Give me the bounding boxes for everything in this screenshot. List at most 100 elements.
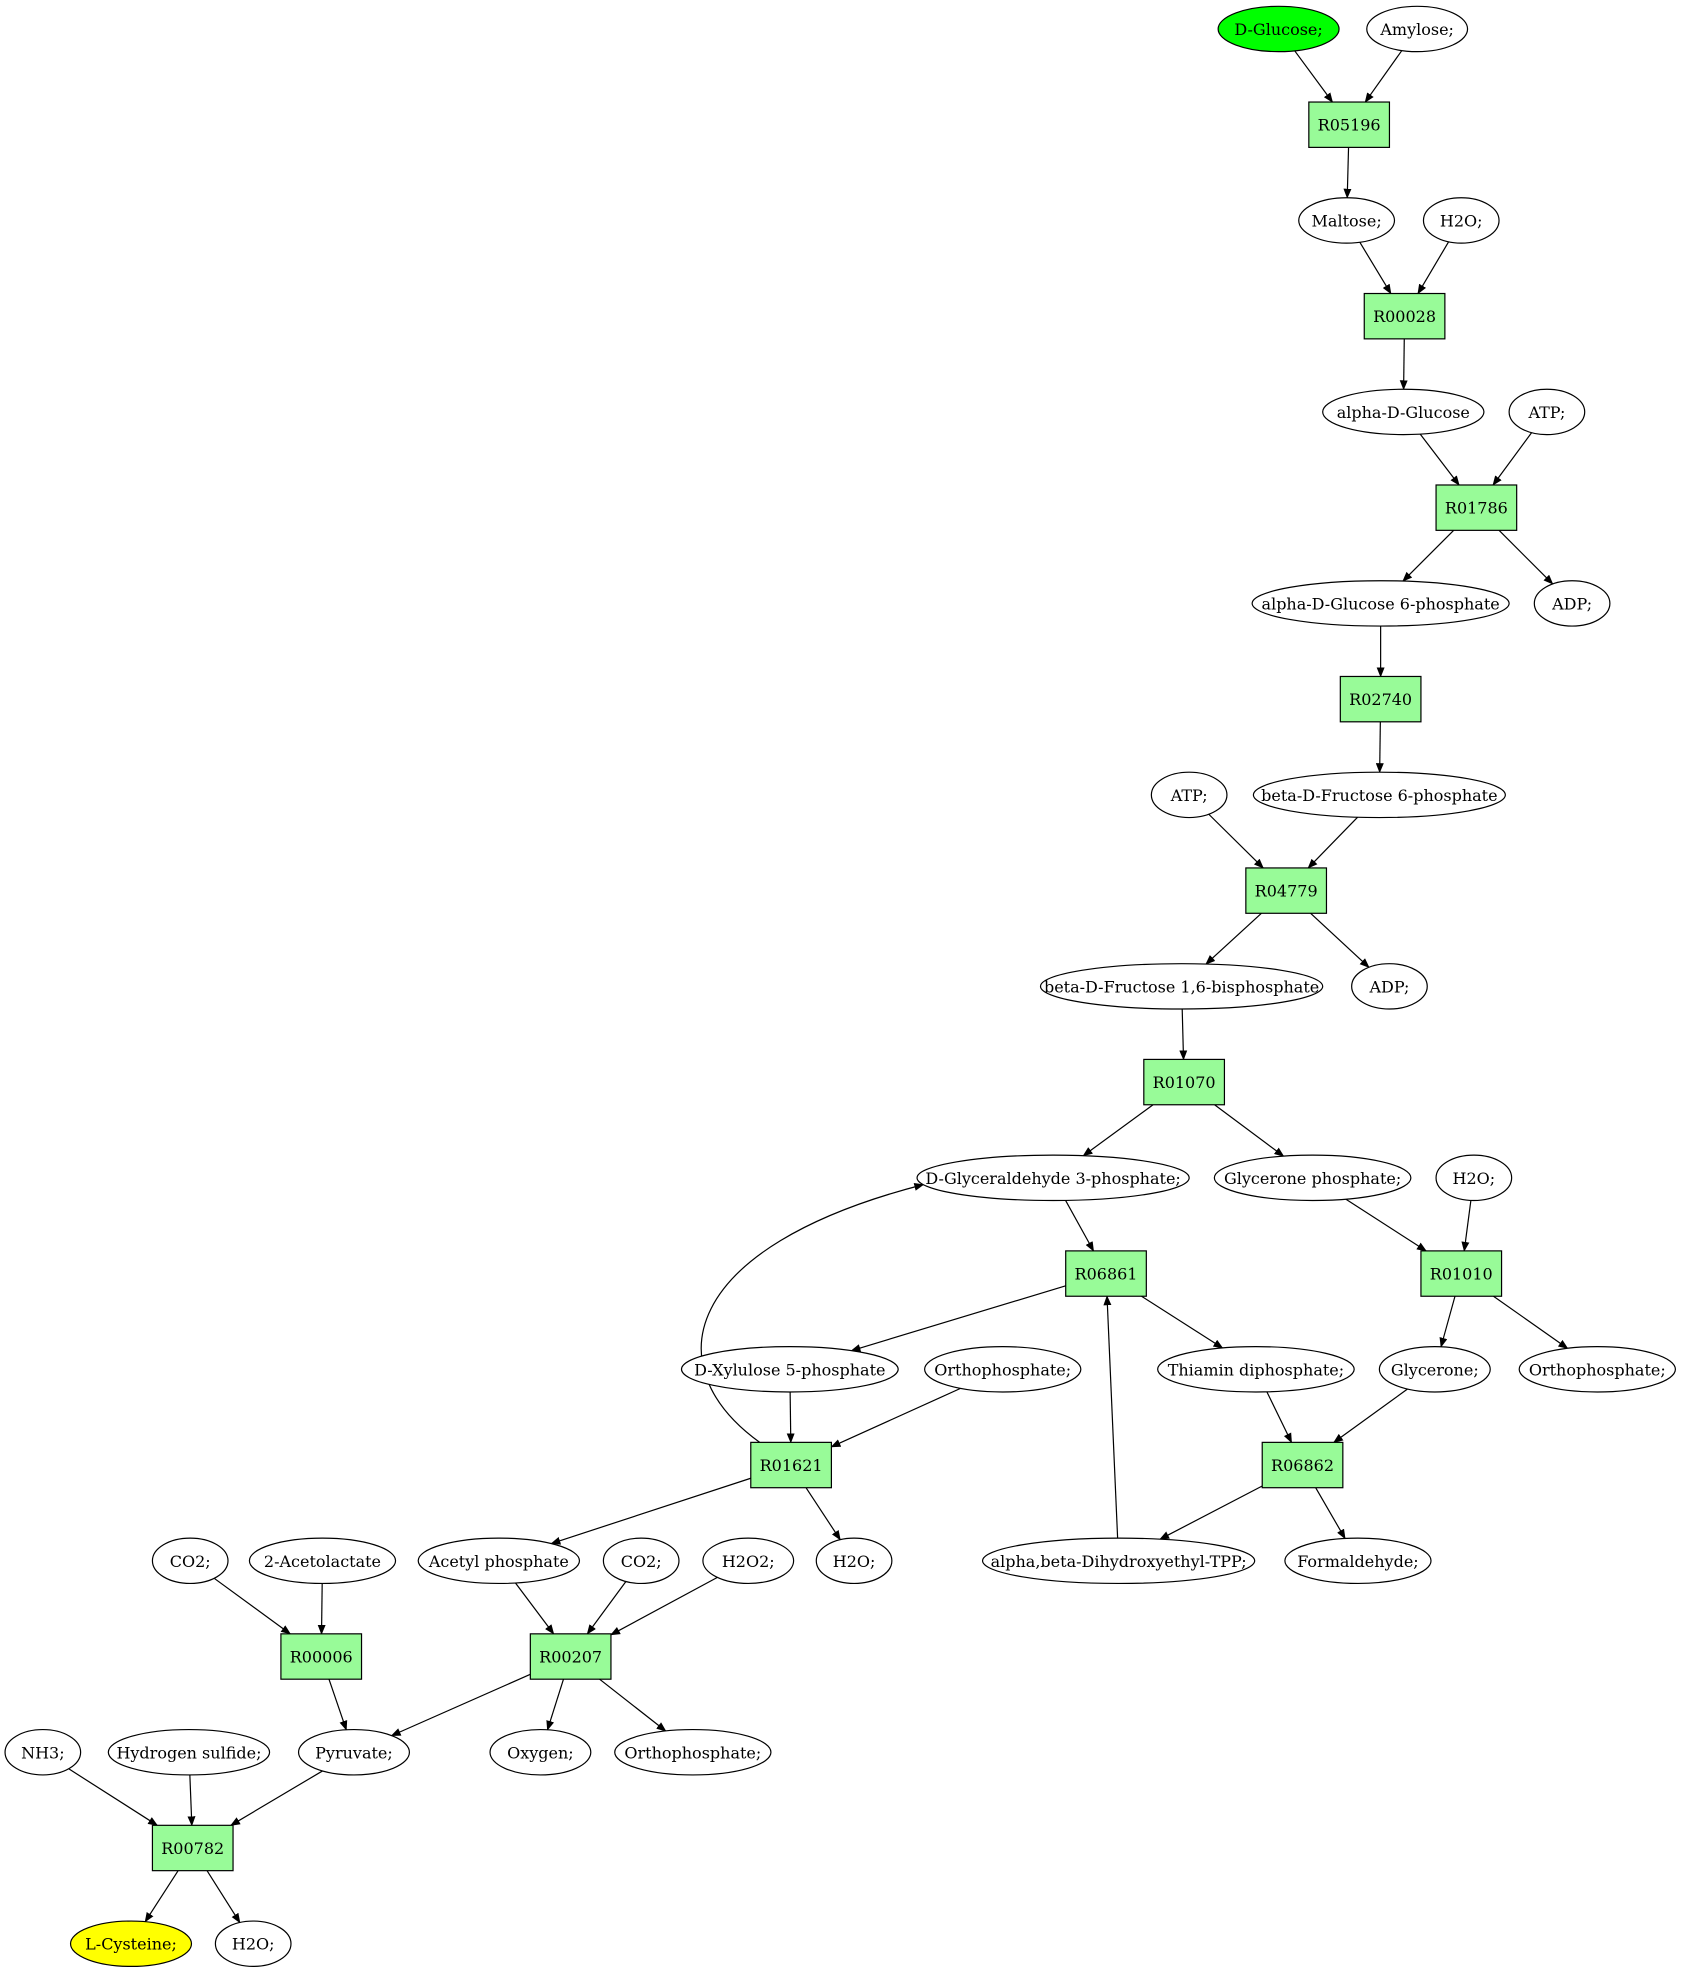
node-label: CO2; [621,1552,662,1571]
compound-ellipse [1217,5,1340,53]
reaction-node-R02740: R02740 [1339,675,1422,723]
node-label: Thiamin diphosphate; [1168,1360,1344,1379]
compound-ellipse [489,1728,592,1776]
edge-acetylp-to-R00207 [515,1582,555,1635]
edge-dhe_tpp-to-R06861 [1103,1295,1119,1539]
edge-bf16bp-to-R01070 [1179,1009,1188,1061]
edge-g3p-to-R06861 [1065,1200,1095,1252]
compound-ellipse [214,1920,292,1968]
compound-node-pyruvate: Pyruvate; [297,1728,411,1776]
edge-R06862-to-dhe_tpp [1159,1485,1263,1540]
compound-ellipse [981,1537,1256,1585]
node-label: R02740 [1349,690,1412,709]
edge-h2o_1-to-R00028 [1417,241,1450,295]
edge-R00207-to-pyruvate [390,1673,531,1737]
compound-ellipse [1518,1346,1677,1393]
compound-node-formaldehyde: Formaldehyde; [1284,1537,1432,1585]
edge-R01621-to-h2o_3 [805,1487,841,1541]
compound-node-ag6p: alpha-D-Glucose 6-phosphate [1251,580,1510,627]
edge-adglucose-to-R01786 [1419,433,1460,486]
node-label: R01621 [760,1456,823,1475]
node-label: beta-D-Fructose 1,6-bisphosphate [1044,977,1319,996]
node-label: R00006 [290,1648,353,1667]
compound-node-adp_2: ADP; [1351,963,1428,1010]
reaction-node-R01621: R01621 [750,1441,833,1489]
compound-ellipse [1508,388,1586,436]
compound-ellipse [1150,771,1228,819]
edge-tpp-to-R06862 [1266,1391,1293,1444]
reaction-node-R00006: R00006 [280,1633,363,1680]
reaction-box [1065,1250,1147,1297]
edge-R05196-to-maltose [1343,147,1352,199]
edge-R02740-to-bf6p [1375,721,1384,774]
compound-ellipse [1213,1154,1412,1202]
edge-R01621-to-acetylp [550,1477,751,1545]
compound-node-amylose: Amylose; [1366,5,1469,53]
node-label: H2O2; [722,1552,775,1571]
node-label: D-Glucose; [1234,20,1322,39]
compound-node-nh3: NH3; [4,1728,82,1776]
edge-x5p-to-R01621 [786,1391,795,1444]
reaction-box [1339,675,1422,723]
node-label: Hydrogen sulfide; [116,1743,261,1762]
edge-dhap-to-R01010 [1345,1198,1427,1252]
edge-glycerone-to-R06862 [1333,1388,1408,1443]
edge-h2s-to-R00782 [187,1774,196,1827]
node-label: R01010 [1430,1265,1493,1284]
node-label: R04779 [1255,882,1318,901]
reaction-box [750,1441,833,1489]
reaction-box [1420,1250,1503,1297]
compound-node-h2s: Hydrogen sulfide; [107,1728,271,1776]
compound-ellipse [1422,197,1500,244]
compound-node-h2o2: H2O2; [702,1537,795,1585]
node-label: ADP; [1368,977,1409,996]
compound-node-dglucose: D-Glucose; [1217,5,1340,53]
node-label: L-Cysteine; [85,1935,177,1954]
node-label: D-Xylulose 5-phosphate [694,1360,885,1379]
edge-R01070-to-g3p [1082,1104,1154,1157]
edge-co2_2-to-R00207 [586,1581,627,1635]
reaction-box [1308,101,1391,148]
compound-ellipse [924,1346,1082,1393]
compound-ellipse [297,1728,411,1776]
edge-R04779-to-bf16bp [1205,912,1262,965]
node-label: H2O; [1440,211,1483,230]
node-label: H2O; [232,1935,275,1954]
compound-node-oxygen: Oxygen; [489,1728,592,1776]
compound-node-maltose: Maltose; [1298,197,1396,244]
node-label: Acetyl phosphate [428,1552,569,1571]
compound-node-bf6p: beta-D-Fructose 6-phosphate [1252,771,1506,819]
edge-R00028-to-adglucose [1399,338,1408,391]
reaction-node-R05196: R05196 [1308,101,1391,148]
edge-R06861-to-x5p [850,1285,1066,1352]
compound-ellipse [1351,963,1428,1010]
node-label: 2-Acetolactate [264,1552,381,1571]
node-label: ATP; [1170,786,1208,805]
edge-pi_1-to-R01621 [830,1387,961,1448]
compound-ellipse [1322,388,1485,436]
node-label: H2O; [1453,1169,1496,1188]
compound-ellipse [680,1346,899,1393]
compound-node-h2o_4: H2O; [214,1920,292,1968]
reaction-box [1261,1441,1344,1489]
node-label: beta-D-Fructose 6-phosphate [1261,786,1497,805]
compound-ellipse [417,1537,581,1585]
reaction-node-R04779: R04779 [1245,867,1328,914]
edge-R00207-to-oxygen [546,1679,565,1731]
edge-acetolactate-to-R00006 [317,1583,326,1635]
compound-node-h2o_3: H2O; [815,1537,893,1585]
node-label: Oxygen; [507,1743,574,1762]
compound-node-h2o_2: H2O; [1435,1154,1513,1202]
reaction-node-R00028: R00028 [1363,292,1446,340]
edge-R00207-to-pi_3 [599,1678,667,1732]
compound-node-adglucose: alpha-D-Glucose [1322,388,1485,436]
reaction-node-R01070: R01070 [1143,1058,1226,1106]
edge-amylose-to-R05196 [1364,50,1403,103]
compound-node-dhap: Glycerone phosphate; [1213,1154,1412,1202]
node-label: D-Glyceraldehyde 3-phosphate; [925,1169,1180,1188]
node-label: alpha-D-Glucose 6-phosphate [1262,594,1500,613]
node-label: R06861 [1075,1265,1138,1284]
compound-ellipse [151,1537,229,1585]
node-label: alpha,beta-Dihydroxyethyl-TPP; [991,1552,1247,1571]
reaction-node-R06861: R06861 [1065,1250,1147,1297]
